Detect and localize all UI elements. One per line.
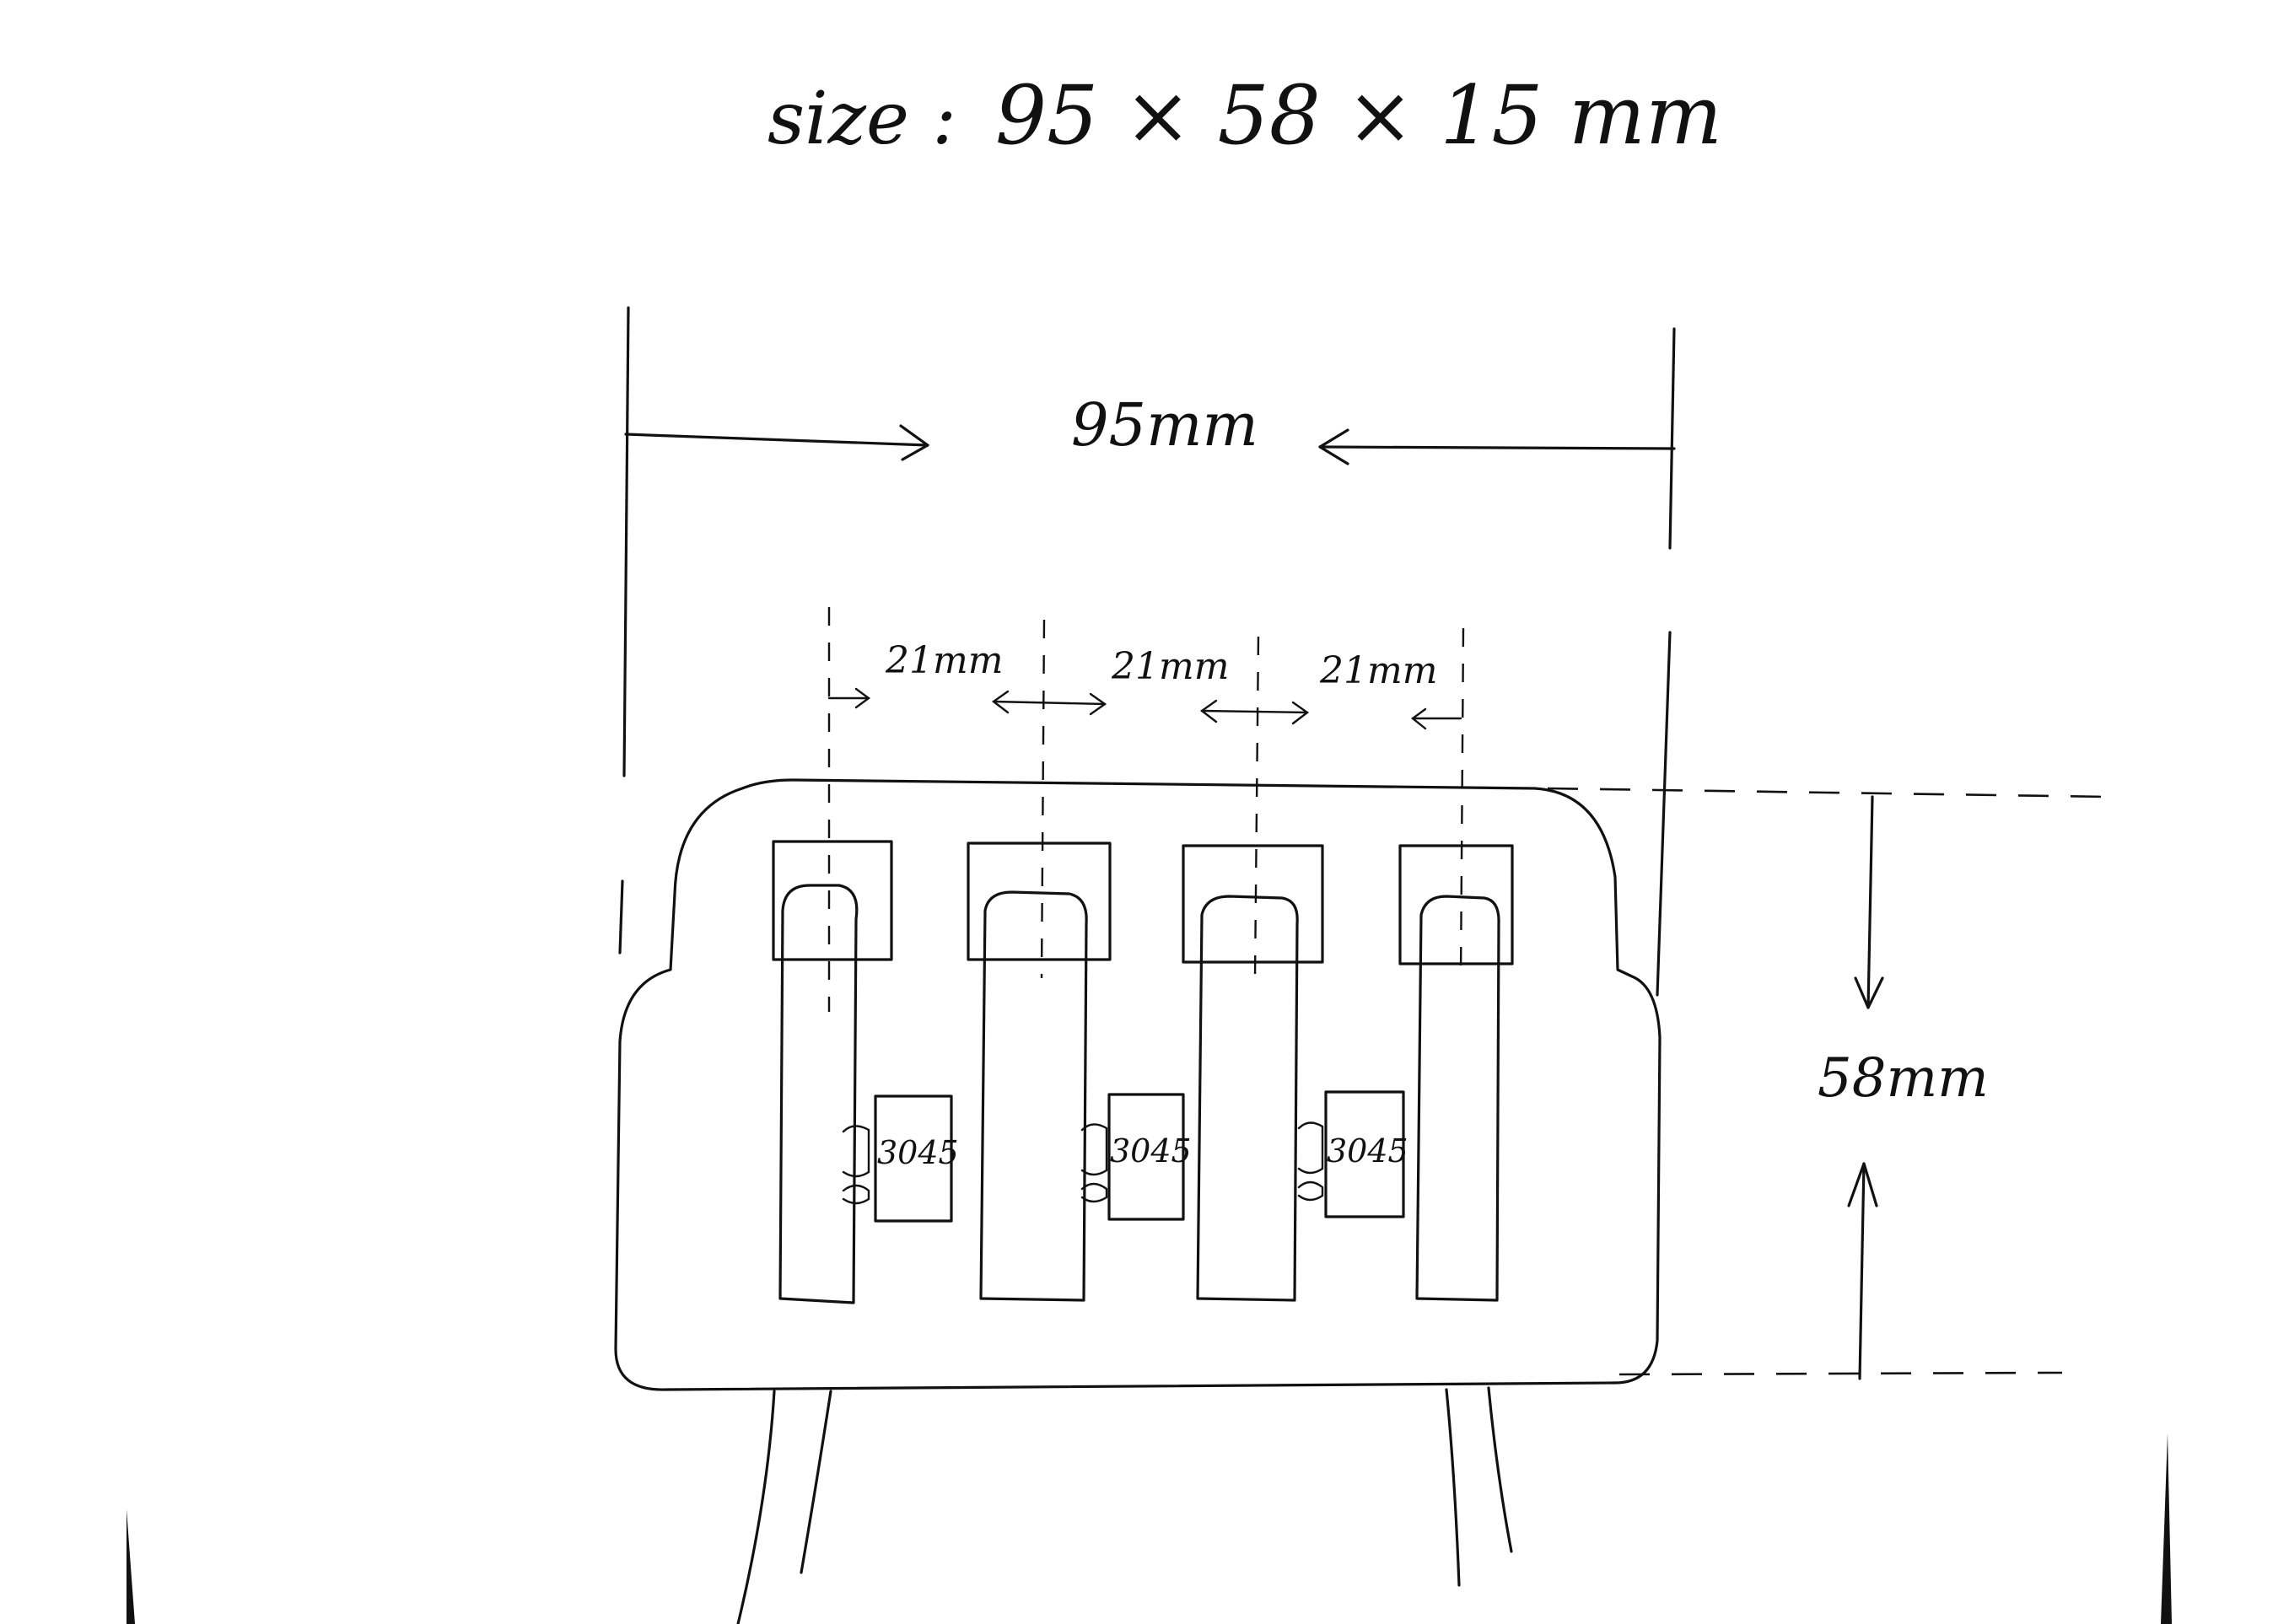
pitch-dimensions: 21mm 21mm 21mm bbox=[827, 607, 1465, 1012]
component-1-label: 3045 bbox=[877, 1134, 959, 1171]
width-extension-right bbox=[1668, 327, 1676, 550]
cable-right-inner bbox=[1445, 1388, 1461, 1587]
slot-4-blade bbox=[1415, 895, 1500, 1302]
pitch-centerline-4 bbox=[1459, 627, 1465, 979]
cable bbox=[736, 1386, 1513, 1624]
component-2-leads bbox=[1080, 1123, 1108, 1203]
pitch-arrow-3 bbox=[1200, 709, 1309, 714]
component-2: 3045 bbox=[1080, 1093, 1192, 1221]
width-extension-right-lower bbox=[1656, 631, 1672, 997]
pitch-arrow-3-head-right bbox=[1291, 701, 1310, 725]
width-arrow-left-shaft bbox=[624, 433, 929, 447]
component-2-label: 3045 bbox=[1110, 1132, 1192, 1170]
component-3-label: 3045 bbox=[1327, 1132, 1408, 1170]
component-1-leads bbox=[842, 1125, 870, 1205]
width-extension-left bbox=[622, 306, 630, 777]
size-dimensions: 95 × 58 × 15 mm bbox=[995, 68, 1722, 163]
pitch-arrow-3-head-left bbox=[1199, 699, 1218, 723]
pitch-arrow-2-head-left bbox=[991, 690, 1010, 714]
slot-4 bbox=[1398, 844, 1514, 1302]
cable-left-outer bbox=[736, 1390, 776, 1624]
cable-right-outer bbox=[1487, 1386, 1513, 1553]
slot-3-blade bbox=[1196, 895, 1299, 1302]
height-label: 58mm bbox=[1818, 1047, 1989, 1110]
height-extension-bottom bbox=[1618, 1371, 2063, 1376]
height-arrow-up-shaft bbox=[1858, 1162, 1866, 1380]
slot-3 bbox=[1182, 844, 1324, 1302]
width-label: 95mm bbox=[1071, 390, 1258, 460]
component-3: 3045 bbox=[1297, 1090, 1408, 1218]
height-dimension: 58mm bbox=[1547, 787, 2109, 1380]
width-dimension: 95mm bbox=[618, 306, 1676, 997]
paper-edge-right bbox=[2161, 1433, 2172, 1624]
housing-outline bbox=[614, 778, 1662, 1391]
width-arrow-right-head bbox=[1318, 428, 1349, 465]
slot-2 bbox=[967, 842, 1112, 1302]
height-arrow-down-shaft bbox=[1866, 795, 1874, 1009]
slot-2-cap bbox=[967, 842, 1112, 961]
component-3-body bbox=[1324, 1090, 1405, 1218]
slot-1-blade bbox=[778, 884, 859, 1304]
width-extension-left-lower bbox=[618, 879, 624, 955]
pitch-arrow-1-head bbox=[854, 687, 871, 709]
pitch-arrow-2-head-right bbox=[1089, 692, 1107, 716]
slot-3-cap bbox=[1182, 844, 1324, 964]
pitch-centerline-3 bbox=[1253, 636, 1260, 979]
slot-2-blade bbox=[979, 890, 1088, 1302]
pitch-label-1: 21mm bbox=[885, 639, 1003, 682]
width-arrow-right-shaft bbox=[1318, 445, 1676, 450]
pitch-label-2: 21mm bbox=[1111, 645, 1229, 688]
slot-1 bbox=[772, 840, 893, 1304]
component-1: 3045 bbox=[842, 1094, 959, 1223]
size-prefix: size : bbox=[767, 77, 956, 161]
width-arrow-left-head bbox=[899, 424, 929, 461]
slot-4-cap bbox=[1398, 844, 1514, 965]
component-2-body bbox=[1107, 1093, 1185, 1221]
height-arrow-up-head bbox=[1847, 1162, 1878, 1207]
cable-left-inner bbox=[800, 1390, 832, 1574]
size-title: size : 95 × 58 × 15 mm bbox=[767, 68, 1722, 163]
height-arrow-down-head bbox=[1854, 976, 1884, 1009]
pitch-label-3: 21mm bbox=[1319, 649, 1437, 692]
component-3-leads bbox=[1297, 1121, 1324, 1202]
pitch-centerline-2 bbox=[1040, 619, 1046, 979]
paper-edge-left bbox=[127, 1509, 135, 1624]
pitch-arrow-4-head bbox=[1411, 707, 1427, 730]
component-1-body bbox=[874, 1094, 953, 1223]
height-extension-top bbox=[1547, 787, 2109, 799]
pitch-arrow-2 bbox=[992, 700, 1107, 706]
slot-1-cap bbox=[772, 840, 893, 961]
